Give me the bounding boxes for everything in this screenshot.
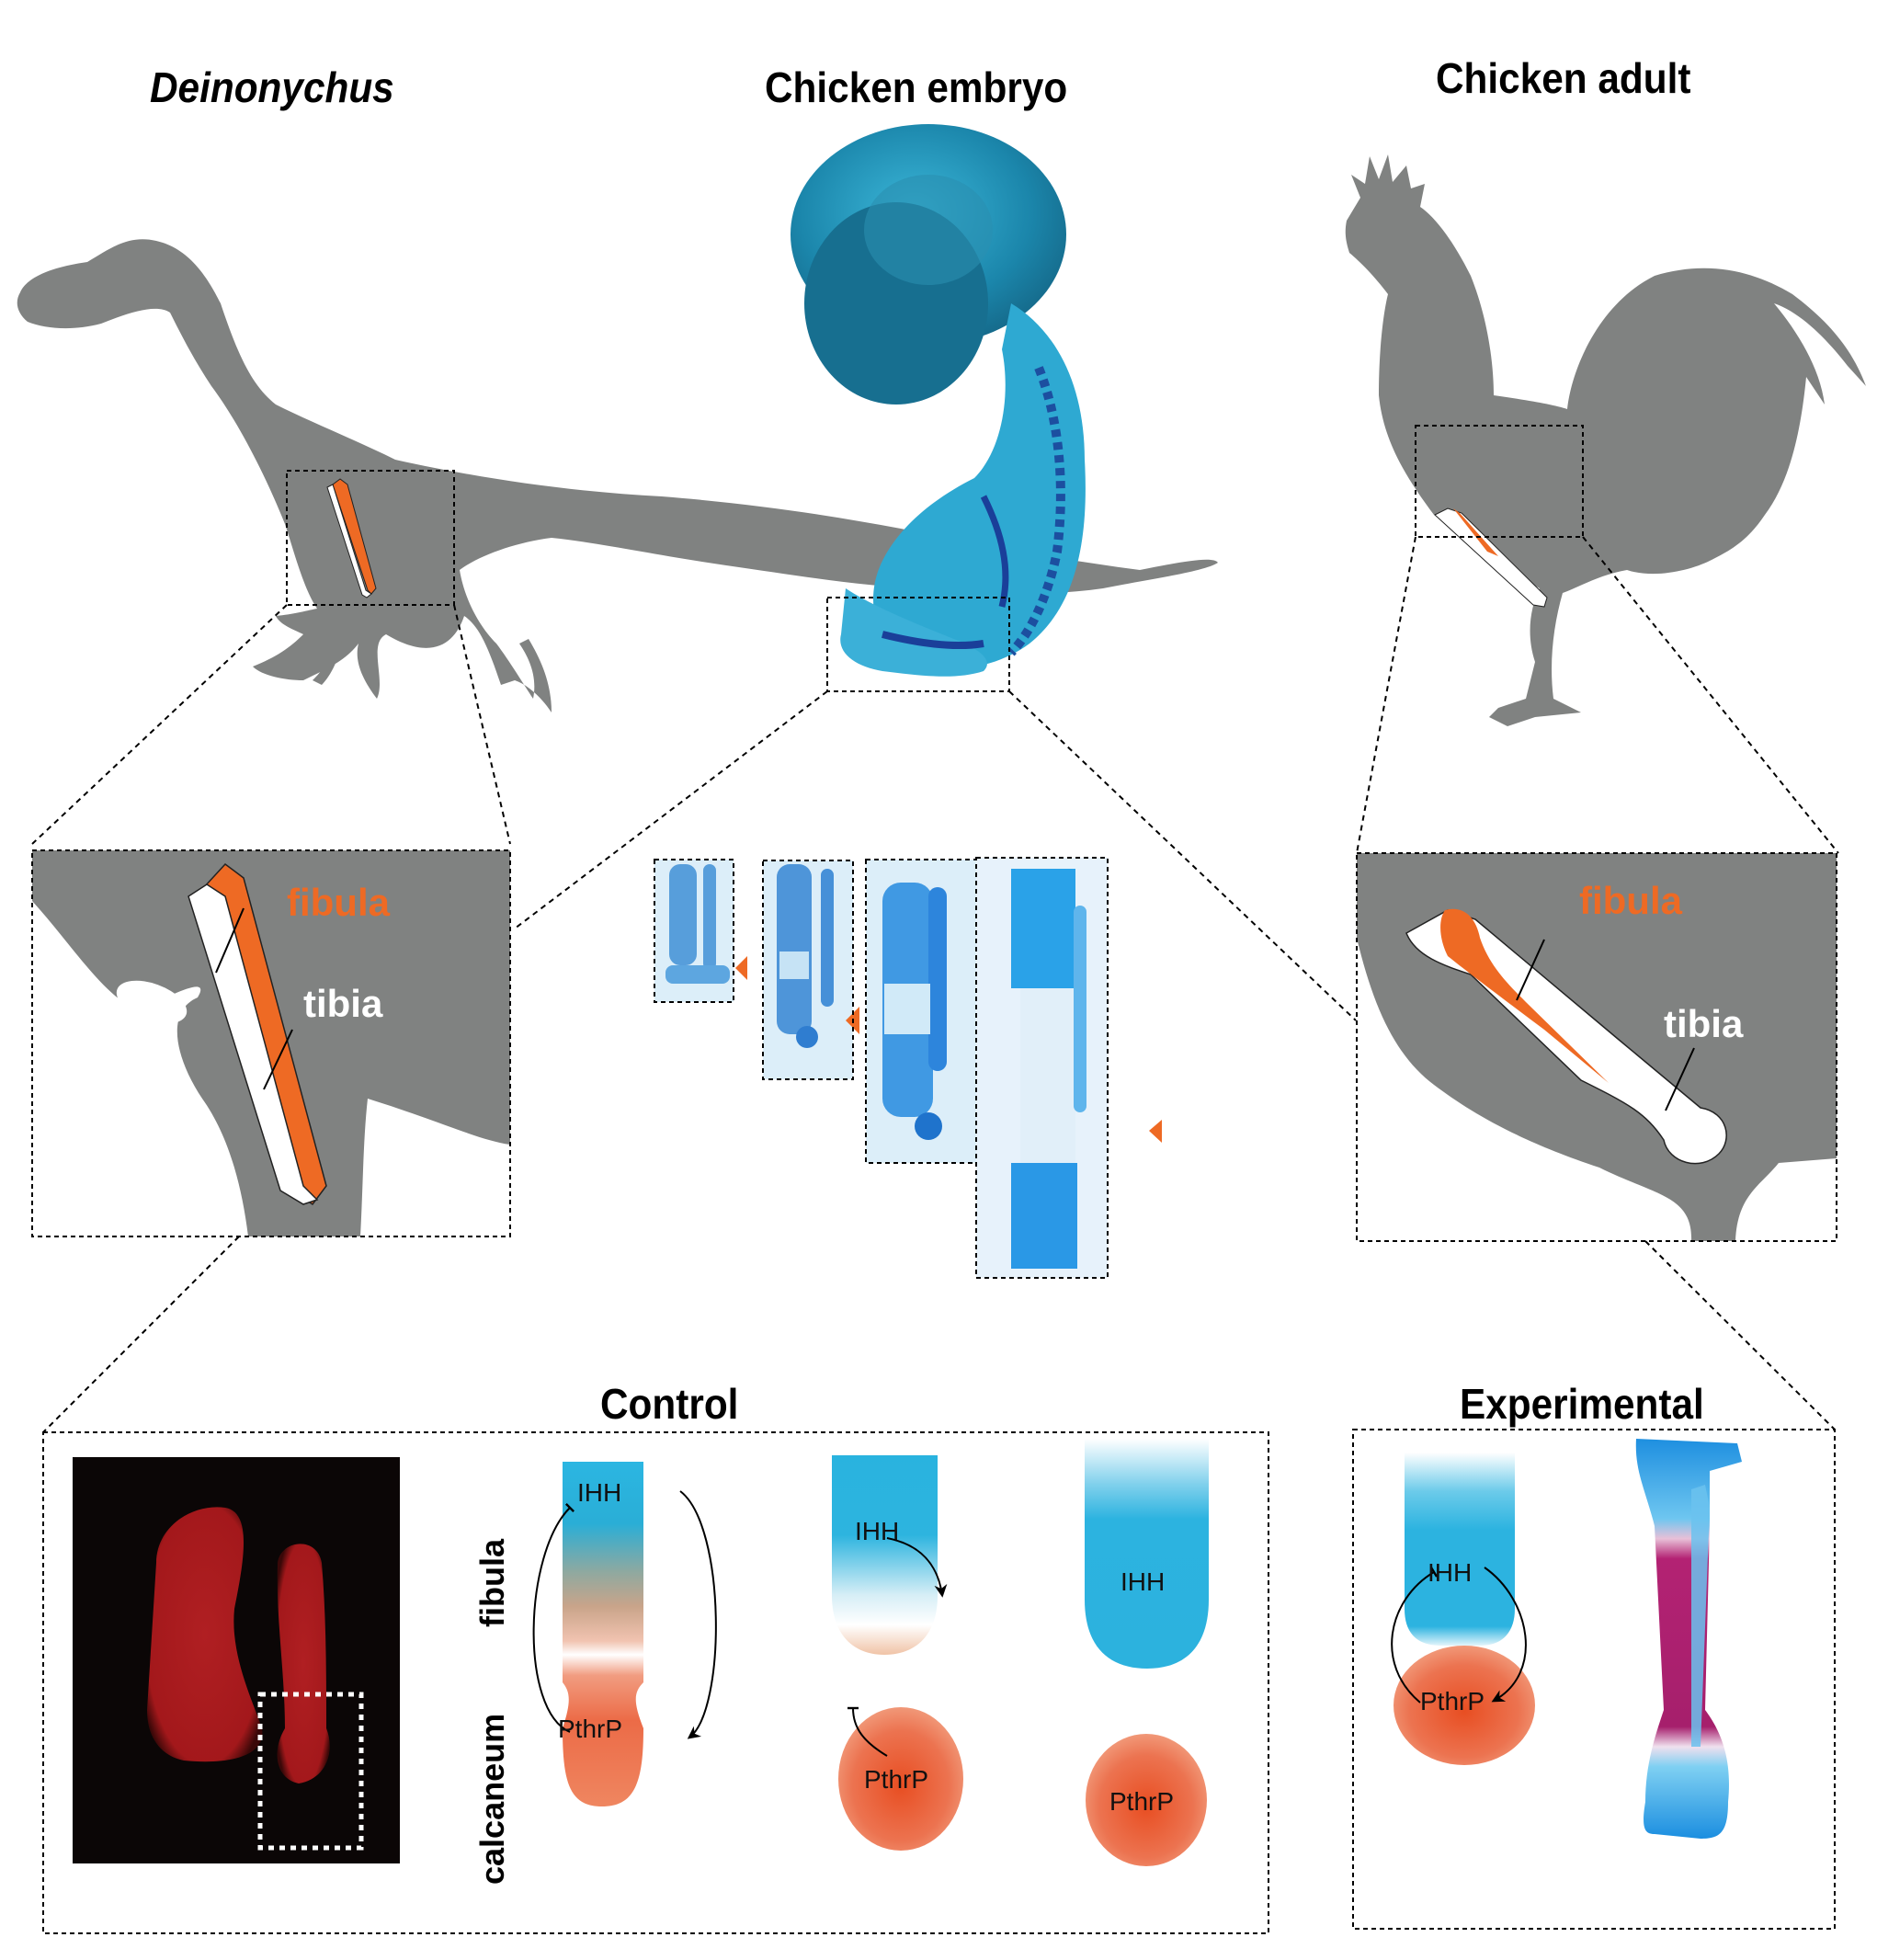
experimental-diagram <box>1391 1453 1535 1765</box>
control-1-ihh: IHH <box>577 1478 622 1507</box>
adult-leg-inset <box>1357 853 1837 1241</box>
limb-stage-2 <box>762 860 859 1080</box>
experimental-pthrp: PthrP <box>1420 1687 1485 1715</box>
control-diagram-2 <box>832 1455 963 1851</box>
adult-inset-frame <box>1356 852 1837 1242</box>
limb-stage-1 <box>654 859 747 1003</box>
embryo-limb-series <box>654 857 1162 1279</box>
header-chicken-embryo: Chicken embryo <box>765 63 1068 111</box>
deinonychus-leg-inset <box>32 850 510 1236</box>
rooster-leg-highlight-box <box>1415 425 1584 538</box>
control-3-ihh: IHH <box>1121 1567 1166 1596</box>
experimental-ihh: IHH <box>1428 1558 1473 1587</box>
experimental-bone-photo <box>1635 1439 1742 1839</box>
control-diagram-3 <box>1085 1439 1209 1866</box>
limb-stage-3 <box>865 859 997 1164</box>
zoom-line <box>1356 536 1416 854</box>
control-title: Control <box>600 1380 739 1428</box>
deinonychus-tibia-label: tibia <box>303 982 383 1025</box>
deinonychus-small-leg-bone <box>326 478 377 598</box>
deinonychus-fibula-label: fibula <box>287 881 390 924</box>
limb-stage-4 <box>975 857 1162 1279</box>
header-deinonychus: Deinonychus <box>150 63 394 111</box>
adult-tibia-label: tibia <box>1664 1002 1744 1045</box>
zoom-line <box>453 604 511 845</box>
zoom-line <box>42 1236 240 1433</box>
deinonychus-leg-highlight-box <box>286 470 455 606</box>
deinonychus-inset-frame <box>31 849 511 1237</box>
rooster-silhouette <box>1345 154 1866 726</box>
embryo-hindlimb-highlight-box <box>826 597 1010 692</box>
control-frame <box>42 1431 1269 1934</box>
header-chicken-adult: Chicken adult <box>1436 54 1691 102</box>
zoom-line <box>1582 536 1839 854</box>
rooster-small-leg-bone <box>1434 507 1548 608</box>
zoom-line <box>31 604 288 845</box>
chicken-embryo-image <box>791 124 1086 677</box>
axis-label-calcaneum: calcaneum <box>473 1713 511 1885</box>
control-diagram-1 <box>532 1462 717 1806</box>
fluorescence-micrograph <box>73 1457 400 1863</box>
zoom-line <box>514 690 828 929</box>
control-2-pthrp: PthrP <box>864 1765 929 1794</box>
axis-label-fibula: fibula <box>473 1539 511 1627</box>
zoom-line <box>1644 1240 1836 1430</box>
adult-fibula-label: fibula <box>1579 879 1682 922</box>
experimental-frame <box>1352 1429 1836 1930</box>
experimental-title: Experimental <box>1460 1380 1704 1428</box>
control-3-pthrp: PthrP <box>1109 1787 1175 1816</box>
control-2-ihh: IHH <box>855 1517 900 1545</box>
deinonychus-silhouette <box>17 239 1219 713</box>
zoom-line <box>1008 690 1357 1021</box>
control-1-pthrp: PthrP <box>558 1715 623 1743</box>
